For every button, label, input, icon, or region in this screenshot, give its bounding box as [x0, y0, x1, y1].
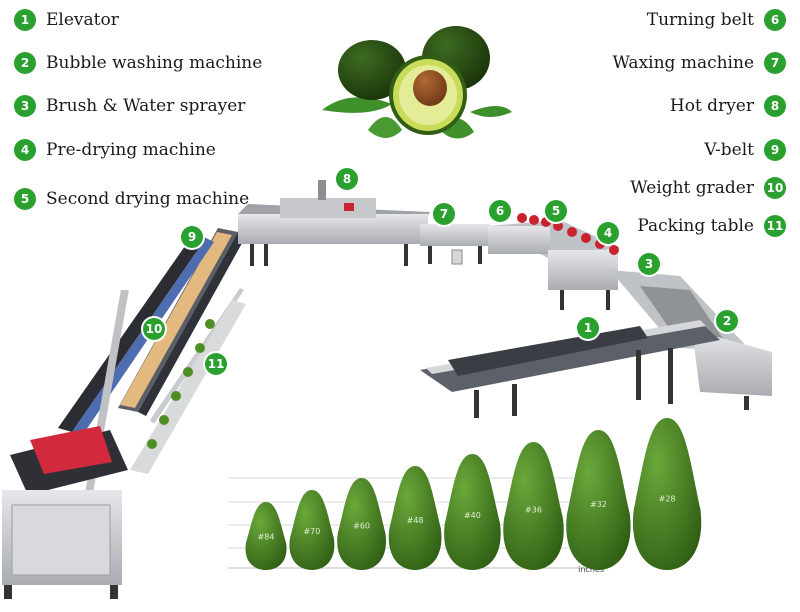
avocado-size-shape [245, 502, 287, 570]
legend-item-second-drying: 5 Second drying machine [14, 188, 249, 210]
callout-2: 2 [716, 310, 738, 332]
callout-8: 8 [336, 168, 358, 190]
legend-label: Packing table [637, 216, 754, 236]
legend-item-elevator: 1 Elevator [14, 9, 119, 31]
legend-badge: 8 [764, 95, 786, 117]
avocado-size-label: #48 [407, 516, 424, 525]
legend-badge: 6 [764, 9, 786, 31]
hot-dryer-section [238, 180, 430, 266]
legend-item-turning-belt: 6 Turning belt [647, 9, 786, 31]
legend-badge: 10 [764, 177, 786, 199]
legend-label: Pre-drying machine [46, 140, 216, 160]
legend-item-hot-dryer: 8 Hot dryer [670, 95, 786, 117]
avocado-hero-image [322, 26, 512, 139]
avocado-size-label: #28 [659, 495, 676, 504]
avocado-size-row: #84 #70 #60 #48 #40 #36 #32 #28 [245, 418, 702, 570]
legend-badge: 11 [764, 215, 786, 237]
avocado-size-label: #36 [525, 505, 542, 514]
avocado-size-shape [566, 430, 631, 570]
callout-9: 9 [181, 226, 203, 248]
legend-label: Second drying machine [46, 189, 250, 209]
legend-item-v-belt: 9 V-belt [704, 139, 786, 161]
avocado-size-shape [444, 454, 501, 570]
avocado-size-item: #28 [632, 418, 702, 570]
legend-item-brush-sprayer: 3 Brush & Water sprayer [14, 95, 245, 117]
legend-label: Waxing machine [612, 53, 754, 73]
avocado-size-shape [337, 478, 386, 570]
weight-grader-line [58, 228, 246, 530]
legend-item-pre-drying: 4 Pre-drying machine [14, 139, 216, 161]
avocado-size-label: #40 [464, 511, 481, 520]
avocado-size-shape [388, 466, 442, 570]
legend-badge: 5 [14, 188, 36, 210]
waxing-section [420, 224, 490, 265]
legend-badge: 7 [764, 52, 786, 74]
legend-label: Brush & Water sprayer [46, 96, 246, 116]
unit-label: inches [578, 565, 604, 574]
callout-5: 5 [545, 200, 567, 222]
legend-badge: 4 [14, 139, 36, 161]
callout-10: 10 [143, 318, 165, 340]
callout-11: 11 [205, 353, 227, 375]
legend-label: Turning belt [646, 10, 754, 30]
avocado-size-shape [289, 490, 335, 570]
avocado-size-label: #60 [353, 522, 370, 531]
avocado-size-item: #84 [245, 502, 287, 570]
avocado-size-item: #60 [337, 478, 386, 570]
callout-4: 4 [597, 222, 619, 244]
legend-label: Bubble washing machine [46, 53, 263, 73]
avocado-size-shape [632, 418, 702, 570]
avocado-size-label: #32 [590, 500, 607, 509]
legend-label: Weight grader [630, 178, 754, 198]
avocado-size-shape [503, 442, 564, 570]
callout-6: 6 [489, 200, 511, 222]
drying-machines [488, 213, 620, 310]
washing-and-elevator [420, 270, 772, 418]
avocado-size-item: #40 [444, 454, 501, 570]
grader-head [2, 426, 128, 599]
legend-item-waxing: 7 Waxing machine [612, 52, 786, 74]
avocado-size-item: #32 [566, 430, 631, 570]
callout-3: 3 [638, 253, 660, 275]
callout-1: 1 [577, 317, 599, 339]
legend-item-packing-table: 11 Packing table [637, 215, 786, 237]
legend-badge: 9 [764, 139, 786, 161]
avocado-size-item: #70 [289, 490, 335, 570]
avocado-size-label: #84 [258, 532, 275, 541]
callout-7: 7 [433, 203, 455, 225]
legend-item-weight-grader: 10 Weight grader [630, 177, 786, 199]
avocado-size-item: #48 [388, 466, 442, 570]
legend-label: V-belt [704, 140, 754, 160]
avocado-size-label: #70 [303, 527, 320, 536]
avocado-size-item: #36 [503, 442, 564, 570]
legend-badge: 1 [14, 9, 36, 31]
legend-label: Hot dryer [669, 96, 754, 116]
legend-badge: 3 [14, 95, 36, 117]
legend-item-bubble-washing: 2 Bubble washing machine [14, 52, 262, 74]
legend-label: Elevator [46, 10, 119, 30]
legend-badge: 2 [14, 52, 36, 74]
